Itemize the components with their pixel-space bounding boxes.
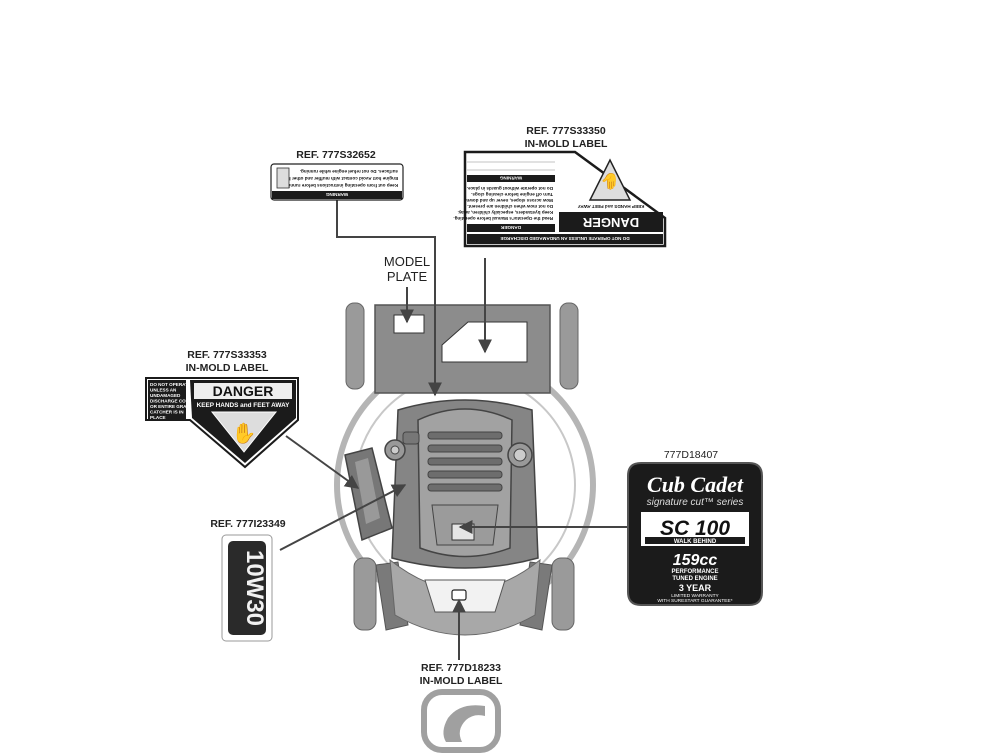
danger-left-side-3: UNDAMAGED bbox=[150, 393, 181, 398]
danger-left-decal: DO NOT OPERATE UNLESS AN UNDAMAGED DISCH… bbox=[145, 377, 299, 469]
cubcadet-model: SC 100 bbox=[660, 517, 730, 540]
cubcadet-engine-sub1: PERFORMANCE bbox=[671, 569, 718, 575]
logo-ref-label: REF. 777D18233 bbox=[421, 662, 501, 674]
danger-left-subheading: KEEP HANDS and FEET AWAY bbox=[197, 402, 291, 409]
danger-left-sub-label: IN-MOLD LABEL bbox=[186, 362, 269, 374]
cubcadet-brand: Cub Cadet bbox=[647, 472, 744, 497]
danger-left-side-1: DO NOT OPERATE bbox=[150, 382, 191, 387]
model-plate-label-line2: PLATE bbox=[387, 269, 428, 284]
danger-top-decal-text6: Do not operate without guards in place. bbox=[467, 186, 553, 191]
danger-top-decal: DO NOT OPERATE UNLESS AN UNDAMAGED DISCH… bbox=[453, 150, 667, 248]
logo-sub-label: IN-MOLD LABEL bbox=[420, 675, 503, 687]
danger-top-decal-dangertitle: DANGER bbox=[500, 225, 521, 230]
danger-left-side-6: CATCHER IS IN bbox=[150, 410, 184, 415]
danger-left-side-5: OR ENTIRE GRASS bbox=[150, 404, 193, 409]
danger-top-decal-heading: DANGER bbox=[582, 215, 639, 230]
model-plate-label-line1: MODEL bbox=[384, 254, 430, 269]
warning-decal-line2: Engine hot! Avoid contact with muffler a… bbox=[283, 176, 398, 181]
danger-top-decal-text4: Mow across slopes, never up and down. bbox=[465, 198, 553, 203]
cub-cadet-model-decal: Cub Cadet signature cut™ series SC 100 W… bbox=[627, 462, 763, 606]
cubcadet-ref-label: 777D18407 bbox=[664, 449, 718, 461]
lawn-mower-illustration bbox=[334, 302, 596, 636]
warning-decal: WARNING Keep out from operating instruct… bbox=[270, 163, 404, 201]
danger-top-sub-label: IN-MOLD LABEL bbox=[525, 138, 608, 150]
cub-cadet-c-logo-icon bbox=[421, 689, 501, 753]
danger-top-ref-label: REF. 777S33350 bbox=[526, 125, 606, 137]
oil-ref-label: REF. 777I23349 bbox=[210, 518, 285, 530]
danger-left-ref-label: REF. 777S33353 bbox=[187, 349, 267, 361]
danger-top-decal-text2: Keep bystanders, especially children, aw… bbox=[458, 210, 553, 215]
warning-ref-label: REF. 777S32652 bbox=[296, 149, 376, 161]
cubcadet-warranty1: 3 YEAR bbox=[679, 583, 712, 593]
leader-lines bbox=[279, 200, 628, 660]
cubcadet-series: signature cut™ series bbox=[647, 497, 744, 508]
cubcadet-engine-sub2: TUNED ENGINE bbox=[672, 576, 717, 582]
danger-left-side-2: UNLESS AN bbox=[150, 388, 177, 393]
cubcadet-warranty2: LIMITED WARRANTY bbox=[671, 593, 719, 599]
danger-top-decal-subheading: KEEP HANDS and FEET AWAY bbox=[578, 204, 645, 209]
oil-10w30-decal: 10W30 bbox=[221, 534, 273, 642]
cubcadet-model-sub: WALK BEHIND bbox=[674, 539, 717, 545]
cubcadet-warranty3: WITH SURESTART GUARANTEE* bbox=[657, 598, 732, 604]
danger-left-heading: DANGER bbox=[213, 383, 274, 399]
hand-warning-icon: ✋ bbox=[600, 172, 620, 191]
warning-decal-line1: Keep out from operating instructions bef… bbox=[283, 183, 398, 188]
danger-top-decal-text1: Read the Operator's Manual before operat… bbox=[453, 216, 553, 221]
hand-warning-icon: ✋ bbox=[232, 421, 257, 445]
warning-decal-line3: surfaces. Do not refuel engine while run… bbox=[300, 169, 398, 174]
cubcadet-engine: 159cc bbox=[673, 552, 718, 569]
model-plate-area bbox=[393, 314, 425, 334]
danger-left-side-7: PLACE bbox=[150, 415, 166, 420]
oil-decal-text: 10W30 bbox=[241, 550, 268, 626]
danger-top-decal-text5: Turn off engine before clearing clogs. bbox=[471, 192, 553, 197]
danger-left-side-4: DISCHARGE COVER bbox=[150, 399, 196, 404]
danger-top-decal-text3: Do not mow when children are present. bbox=[467, 204, 553, 209]
warning-decal-title: WARNING bbox=[325, 192, 348, 197]
danger-top-decal-warningtitle: WARNING bbox=[499, 176, 522, 181]
danger-top-decal-topline: DO NOT OPERATE UNLESS AN UNDAMAGED DISCH… bbox=[500, 236, 629, 241]
